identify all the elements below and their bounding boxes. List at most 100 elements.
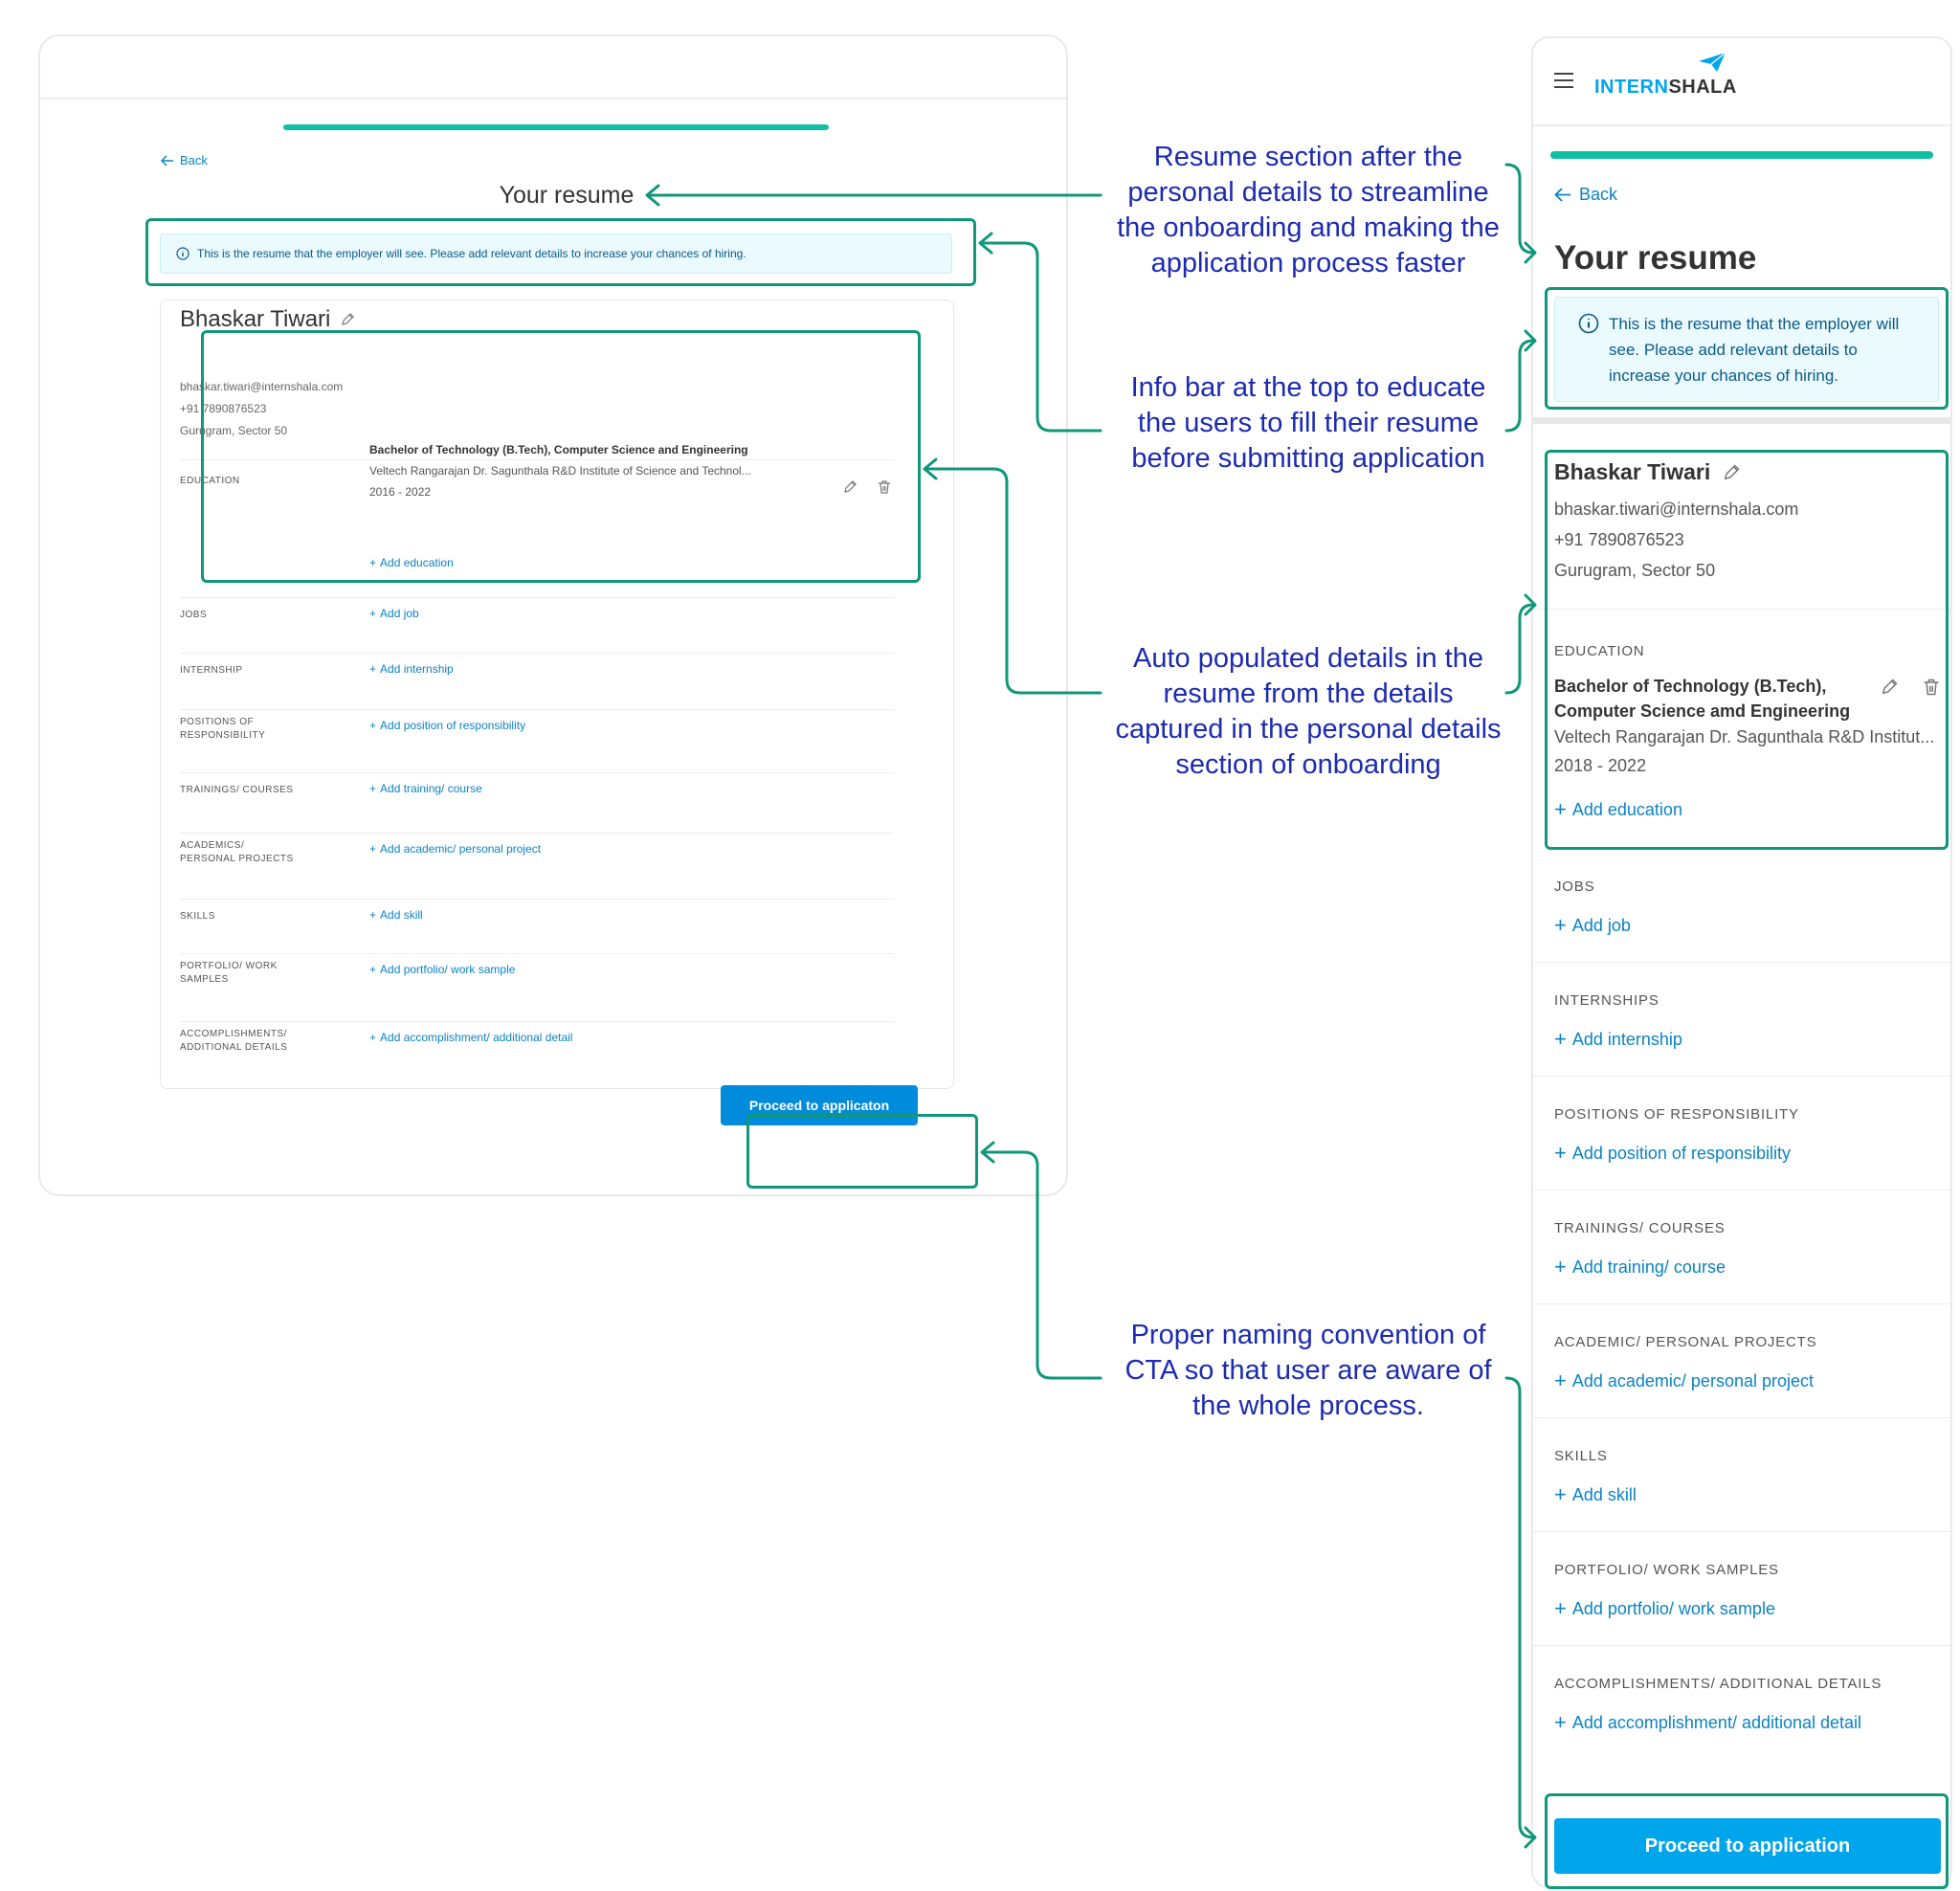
profile-email: bhaskar.tiwari@internshala.com	[180, 380, 344, 393]
back-arrow-icon	[1554, 188, 1570, 202]
section-label: POSITIONS OF RESPONSIBILITY	[1554, 1106, 1799, 1123]
profile-location: Gurugram, Sector 50	[1554, 561, 1716, 580]
plus-icon: +	[1554, 1368, 1567, 1392]
add-section-link[interactable]: +Add skill	[369, 908, 423, 922]
section-divider	[180, 953, 894, 954]
plus-icon: +	[1554, 1255, 1567, 1279]
add-section-link[interactable]: +Add training/ course	[369, 782, 482, 795]
add-section-link[interactable]: +Add training/ course	[1554, 1255, 1726, 1279]
info-bar: This is the resume that the employer wil…	[1554, 297, 1939, 402]
add-section-link[interactable]: +Add academic/ personal project	[369, 842, 541, 856]
add-section-label: Add academic/ personal project	[380, 842, 542, 856]
info-icon	[176, 247, 189, 260]
education-degree: Bachelor of Technology (B.Tech), Compute…	[1554, 677, 1851, 721]
trash-icon[interactable]	[877, 479, 892, 495]
education-degree: Bachelor of Technology (B.Tech), Compute…	[369, 443, 748, 456]
add-section-label: Add internship	[380, 662, 454, 676]
section-divider	[180, 1021, 894, 1022]
section-divider	[1533, 1531, 1950, 1532]
plus-icon: +	[1554, 1027, 1567, 1051]
add-section-link[interactable]: +Add position of responsibility	[369, 719, 525, 732]
add-section-label: Add portfolio/ work sample	[1571, 1598, 1775, 1618]
mobile-screen: INTERNSHALA Back Your resume This is the…	[1531, 36, 1952, 1888]
section-divider	[1533, 1076, 1950, 1077]
plus-icon: +	[1554, 1482, 1567, 1506]
proceed-button[interactable]: Proceed to applicaton	[721, 1085, 918, 1125]
add-section-link[interactable]: +Add position of responsibility	[1554, 1141, 1791, 1166]
add-section-label: Add skill	[1571, 1484, 1637, 1504]
desktop-back-link[interactable]: Back	[161, 153, 208, 167]
section-label: ACCOMPLISHMENTS/ ADDITIONAL DETAILS	[1554, 1676, 1882, 1692]
pencil-icon[interactable]	[842, 479, 858, 495]
pencil-icon[interactable]	[1880, 678, 1899, 697]
plus-icon: +	[369, 556, 377, 569]
add-section-link[interactable]: +Add accomplishment/ additional detail	[369, 1031, 572, 1044]
plus-icon: +	[1554, 913, 1567, 937]
info-text: This is the resume that the employer wil…	[1609, 315, 1900, 385]
add-section-link[interactable]: +Add job	[1554, 913, 1631, 938]
add-section-label: Add skill	[380, 908, 423, 922]
back-label: Back	[1579, 185, 1618, 204]
section-divider	[180, 772, 894, 773]
section-divider	[180, 709, 894, 710]
add-section-link[interactable]: +Add job	[369, 607, 419, 620]
pencil-icon[interactable]	[340, 312, 355, 327]
section-divider	[1533, 962, 1950, 963]
logo-part-2: SHALA	[1668, 77, 1737, 98]
plus-icon: +	[1554, 1710, 1567, 1734]
add-section-label: Add accomplishment/ additional detail	[380, 1031, 573, 1044]
education-institute: Veltech Rangarajan Dr. Sagunthala R&D In…	[1554, 727, 1935, 746]
section-label: PORTFOLIO/ WORK SAMPLES	[180, 961, 278, 985]
plus-icon: +	[1554, 797, 1567, 821]
section-label: TRAININGS/ COURSES	[180, 785, 294, 795]
section-label: ACCOMPLISHMENTS/ ADDITIONAL DETAILS	[180, 1029, 288, 1053]
add-section-link[interactable]: +Add academic/ personal project	[1554, 1368, 1814, 1393]
add-education-link[interactable]: + Add education	[369, 556, 454, 569]
section-label: ACADEMIC/ PERSONAL PROJECTS	[1554, 1334, 1817, 1350]
profile-name-text: Bhaskar Tiwari	[1554, 459, 1711, 484]
section-divider	[180, 459, 894, 460]
back-arrow-icon	[161, 154, 173, 167]
desktop-top-bar	[40, 36, 1066, 100]
plus-icon: +	[369, 842, 377, 856]
mobile-back-link[interactable]: Back	[1554, 185, 1617, 205]
hamburger-menu-icon[interactable]	[1554, 73, 1573, 93]
pencil-icon[interactable]	[1722, 463, 1741, 482]
add-section-link[interactable]: +Add internship	[369, 662, 454, 676]
section-label: INTERNSHIP	[180, 665, 243, 676]
trash-icon[interactable]	[1922, 678, 1941, 697]
section-divider	[1533, 1303, 1950, 1304]
add-section-label: Add portfolio/ work sample	[380, 963, 516, 976]
desktop-window: Back Your resume This is the resume that…	[38, 34, 1068, 1196]
profile-name-text: Bhaskar Tiwari	[180, 306, 331, 332]
mobile-progress-bar	[1550, 151, 1933, 159]
section-divider	[180, 833, 894, 834]
add-section-label: Add position of responsibility	[380, 719, 526, 732]
proceed-button[interactable]: Proceed to application	[1554, 1818, 1941, 1874]
internshala-logo[interactable]: INTERNSHALA	[1594, 77, 1737, 99]
add-section-label: Add job	[380, 607, 419, 620]
section-label: SKILLS	[1554, 1448, 1608, 1464]
add-section-link[interactable]: +Add portfolio/ work sample	[369, 963, 515, 976]
profile-location: Gurugram, Sector 50	[180, 424, 288, 437]
education-label: EDUCATION	[1554, 643, 1645, 659]
add-section-link[interactable]: +Add portfolio/ work sample	[1554, 1596, 1775, 1621]
add-education-label: Add education	[380, 556, 454, 569]
add-section-link[interactable]: +Add accomplishment/ additional detail	[1554, 1710, 1861, 1735]
annotation-note-4: Proper naming convention of CTA so that …	[1125, 1320, 1492, 1421]
section-divider	[1533, 1645, 1950, 1646]
add-section-label: Add training/ course	[380, 782, 482, 795]
add-section-link[interactable]: +Add skill	[1554, 1482, 1637, 1507]
section-divider	[180, 597, 894, 598]
info-icon	[1578, 313, 1599, 334]
profile-phone: +91 7890876523	[1554, 530, 1684, 549]
annotation-note-1: Resume section after the personal detail…	[1117, 142, 1500, 278]
add-section-link[interactable]: +Add internship	[1554, 1027, 1682, 1052]
add-education-link[interactable]: + Add education	[1554, 797, 1682, 822]
education-years: 2018 - 2022	[1554, 756, 1647, 775]
add-section-label: Add academic/ personal project	[1571, 1370, 1814, 1390]
section-divider	[180, 653, 894, 654]
back-label: Back	[180, 153, 208, 167]
section-label: POSITIONS OF RESPONSIBILITY	[180, 717, 266, 741]
page-title: Your resume	[499, 182, 635, 209]
